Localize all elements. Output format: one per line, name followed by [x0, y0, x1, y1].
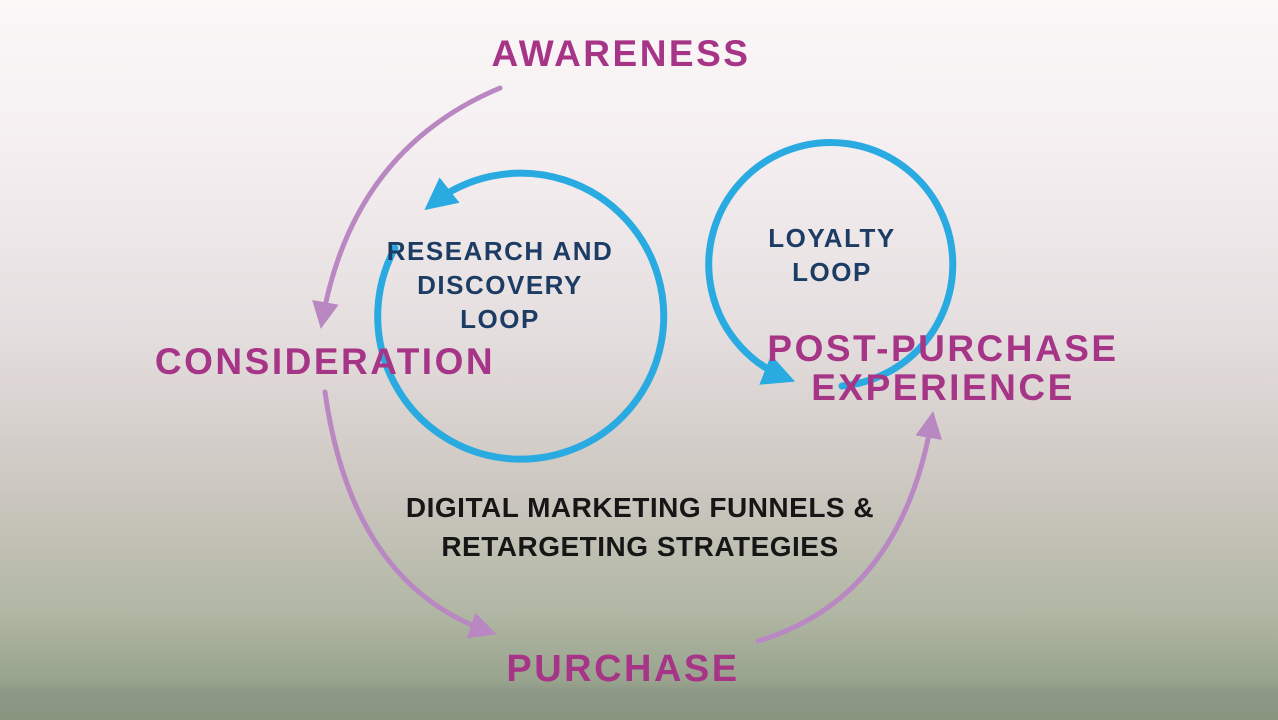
consideration-to-purchase-arrow [322, 389, 497, 639]
purchase-to-postpurchase-arrow [755, 411, 943, 644]
post-purchase-line2: EXPERIENCE [811, 367, 1075, 408]
research-loop-line3: LOOP [460, 304, 540, 334]
caption-line2: RETARGETING STRATEGIES [441, 531, 839, 562]
loyalty-loop-arrow [705, 139, 957, 390]
post-purchase-line1: POST-PURCHASE [767, 328, 1119, 369]
node-post-purchase: POST-PURCHASE EXPERIENCE [767, 329, 1118, 407]
loyalty-loop-line1: LOYALTY [768, 223, 896, 253]
research-loop-line2: DISCOVERY [417, 270, 583, 300]
node-awareness: AWARENESS [491, 33, 751, 74]
research-loop-label: RESEARCH AND DISCOVERY LOOP [387, 234, 614, 336]
caption: DIGITAL MARKETING FUNNELS & RETARGETING … [406, 488, 874, 566]
caption-line1: DIGITAL MARKETING FUNNELS & [405, 492, 875, 523]
node-consideration: CONSIDERATION [154, 341, 496, 382]
research-loop-line1: RESEARCH AND [386, 236, 614, 266]
node-purchase: PURCHASE [506, 648, 740, 690]
awareness-to-consideration-arrow [312, 85, 503, 329]
research-discovery-loop-arrow [374, 169, 668, 463]
loyalty-loop-label: LOYALTY LOOP [768, 221, 896, 289]
loyalty-loop-line2: LOOP [792, 257, 872, 287]
